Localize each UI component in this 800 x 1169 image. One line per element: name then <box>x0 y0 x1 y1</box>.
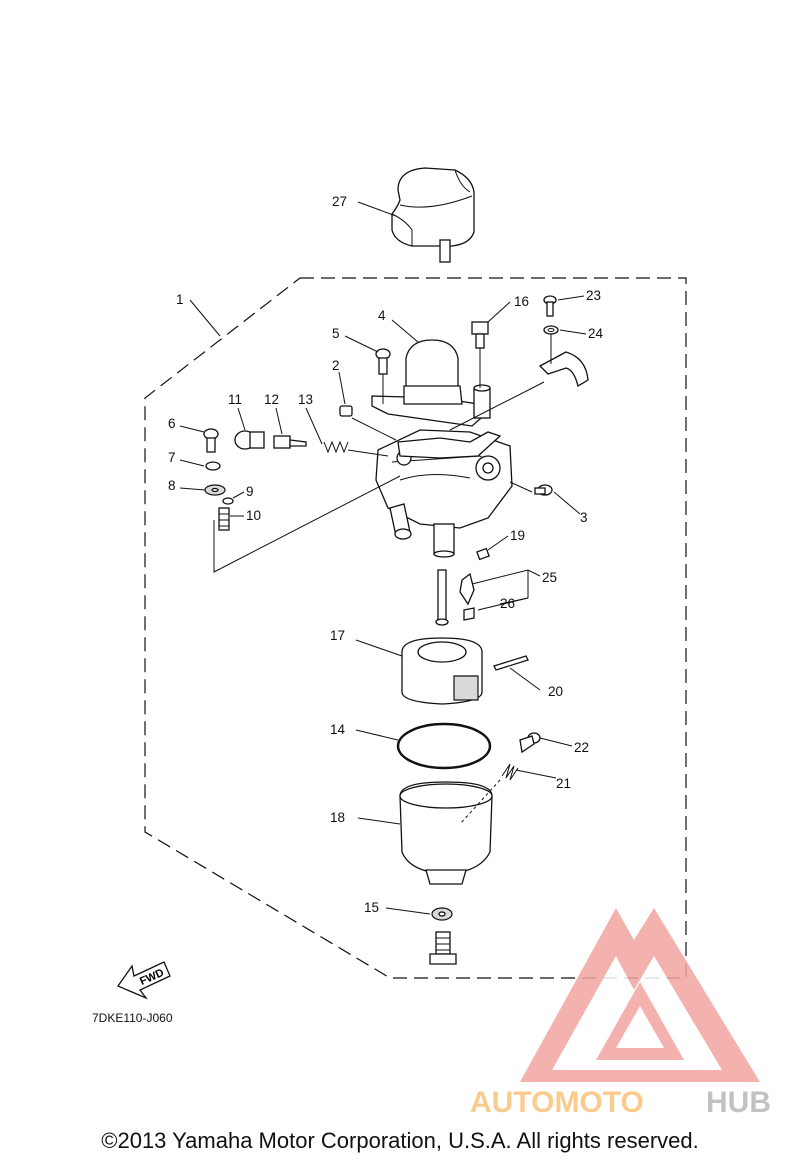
callout-5: 5 <box>332 326 340 341</box>
part-11-screw[interactable] <box>234 430 265 450</box>
part-22-screw[interactable] <box>519 732 541 754</box>
part-3-screw[interactable] <box>534 484 553 496</box>
part-13-spring[interactable] <box>323 440 349 454</box>
part-12-pilot-screw[interactable] <box>273 435 307 449</box>
part-20-pin[interactable] <box>493 655 529 671</box>
callout-9: 9 <box>246 484 254 499</box>
part-5-screw[interactable] <box>375 348 391 375</box>
callout-6: 6 <box>168 416 176 431</box>
callout-25: 25 <box>542 570 557 585</box>
callout-20: 20 <box>548 684 563 699</box>
callout-16: 16 <box>514 294 529 309</box>
part-16-screw[interactable] <box>471 321 489 349</box>
callout-3: 3 <box>580 510 588 525</box>
carburetor-body[interactable] <box>371 339 513 558</box>
callout-4: 4 <box>378 308 386 323</box>
part-15-washer[interactable] <box>431 907 453 921</box>
copyright-notice: ©2013 Yamaha Motor Corporation, U.S.A. A… <box>101 1128 699 1153</box>
drain-bolt[interactable] <box>429 931 457 965</box>
callout-12: 12 <box>264 392 279 407</box>
callout-22: 22 <box>574 740 589 755</box>
part-23-screw[interactable] <box>543 295 557 317</box>
fwd-arrow-icon: FWD <box>117 961 171 1000</box>
part-27-cover[interactable] <box>391 167 475 263</box>
part-24-bracket[interactable] <box>538 351 589 388</box>
callout-11: 11 <box>228 392 242 407</box>
callout-7: 7 <box>168 450 176 465</box>
part-2-plug[interactable] <box>339 405 353 417</box>
callout-27: 27 <box>332 194 347 209</box>
part-17-float[interactable] <box>401 637 483 705</box>
part-21-spring[interactable] <box>501 763 519 781</box>
part-26-clip[interactable] <box>463 607 475 621</box>
callout-1: 1 <box>176 292 184 307</box>
part-7-washer[interactable] <box>205 461 221 471</box>
callout-14: 14 <box>330 722 346 737</box>
callout-15: 15 <box>364 900 379 915</box>
callout-2: 2 <box>332 358 340 373</box>
callout-10: 10 <box>246 508 261 523</box>
logo-text-automoto: AUTOMOTO <box>470 1086 644 1119</box>
diagram-code-label: 7DKE110-J060 <box>92 1011 173 1025</box>
automotohub-logo: AUTOMOTO HUB <box>470 908 771 1119</box>
callout-labels: 1 2 3 4 5 6 7 8 9 10 11 12 13 14 15 16 1… <box>168 194 604 915</box>
part-24-washer[interactable] <box>543 325 559 335</box>
callout-23: 23 <box>586 288 601 303</box>
callout-8: 8 <box>168 478 176 493</box>
callout-17: 17 <box>330 628 345 643</box>
part-14-gasket[interactable] <box>396 722 492 770</box>
callout-13: 13 <box>298 392 313 407</box>
callout-26: 26 <box>500 596 515 611</box>
part-10-screw[interactable] <box>218 507 230 531</box>
part-25-needle-valve[interactable] <box>459 572 475 606</box>
assembly-boundary <box>144 277 687 979</box>
part-6-screw[interactable] <box>203 428 219 453</box>
callout-19: 19 <box>510 528 525 543</box>
callout-24: 24 <box>588 326 604 341</box>
part-19-screw[interactable] <box>476 547 490 561</box>
leader-lines <box>179 201 587 915</box>
part-9-ring[interactable] <box>222 497 234 505</box>
connector-lines <box>213 334 552 825</box>
callout-21: 21 <box>556 776 571 791</box>
part-18-float-bowl[interactable] <box>399 781 493 885</box>
part-main-jet[interactable] <box>435 569 449 626</box>
callout-18: 18 <box>330 810 345 825</box>
logo-text-hub: HUB <box>706 1086 771 1119</box>
part-8-washer[interactable] <box>204 484 226 496</box>
